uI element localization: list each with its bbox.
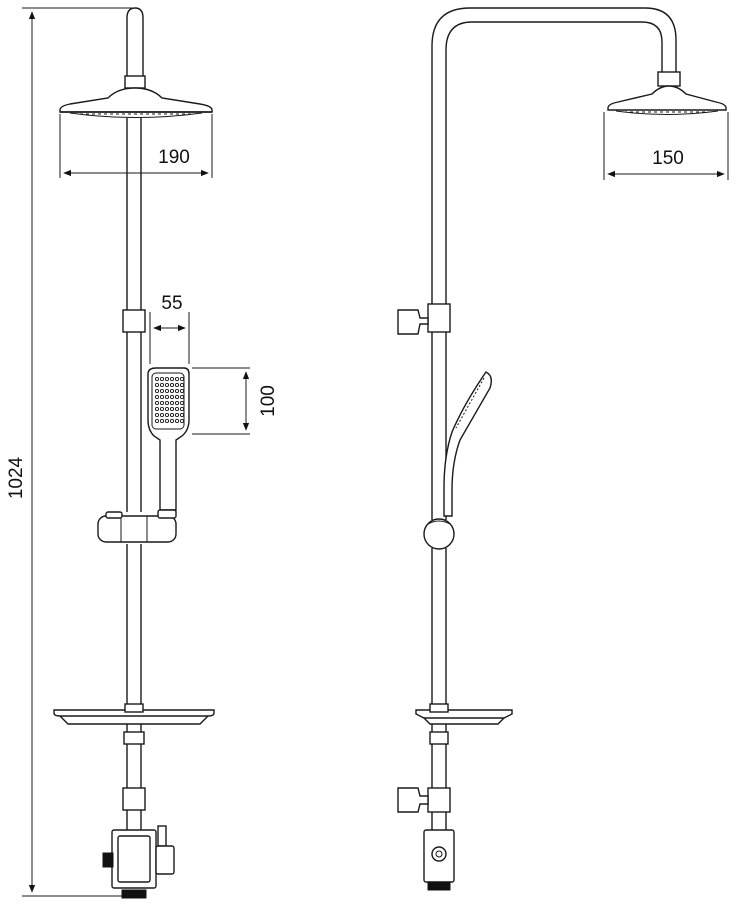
side-slide-holder: [423, 518, 455, 550]
hand-shower-width-label: 55: [161, 293, 182, 314]
front-pipe-clamp: [122, 309, 146, 333]
side-mixer-outlet: [431, 846, 447, 862]
front-slide-holder: [97, 509, 177, 543]
side-soap-shelf: [415, 703, 513, 725]
side-pipe-clamp: [427, 303, 451, 333]
front-view: 190 55: [53, 7, 279, 899]
front-head-diameter-dimension: 190: [59, 114, 213, 178]
hand-shower-height-dimension: 100: [192, 367, 279, 435]
hand-shower-height-label: 100: [258, 385, 279, 417]
front-soap-shelf: [53, 703, 215, 725]
side-lower-pipe-and-mixer: [397, 724, 455, 891]
side-head-connector: [657, 71, 681, 87]
side-riser-pipe: [397, 7, 681, 706]
front-overhead-shower: [59, 87, 213, 118]
bottom-inlet: [121, 889, 147, 899]
left-inlet: [102, 852, 114, 868]
side-head-diameter-dimension: 150: [603, 112, 729, 180]
hand-shower-nozzles: [154, 376, 185, 424]
front-hand-shower: [147, 367, 190, 511]
total-height-dimension: 1024: [6, 7, 138, 897]
total-height-label: 1024: [6, 456, 27, 499]
side-overhead-shower: [607, 85, 727, 115]
diverter-knob: [157, 825, 167, 847]
side-wall-bracket-lower: [397, 787, 429, 813]
front-lower-pipe-and-mixer: [102, 724, 175, 899]
front-head-connector: [124, 75, 146, 89]
side-bottom-inlet: [427, 881, 451, 891]
side-head-diameter-label: 150: [652, 148, 684, 169]
front-head-diameter-label: 190: [158, 147, 190, 168]
side-wall-bracket-upper: [397, 309, 429, 335]
front-riser-pipe: [122, 7, 146, 706]
side-hand-shower: [443, 371, 493, 517]
side-view: 150: [397, 7, 729, 891]
hand-shower-width-dimension: 55: [149, 293, 190, 364]
